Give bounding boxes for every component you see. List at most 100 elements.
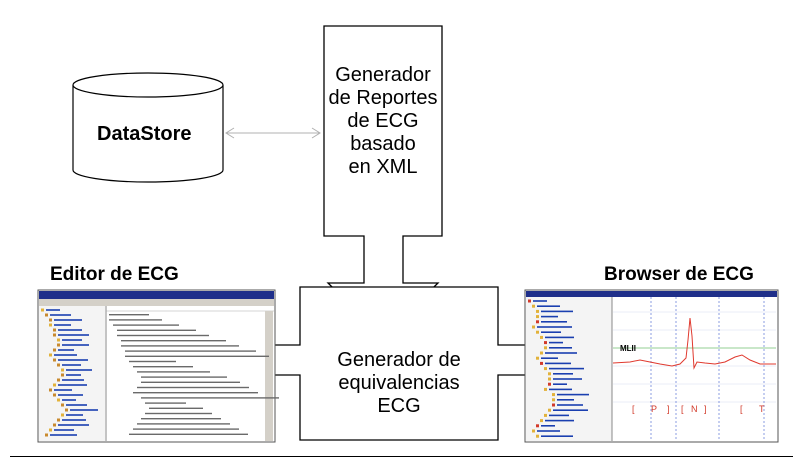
browser-tree-row-text: [553, 378, 582, 380]
editor-tree-folder-icon: [57, 343, 60, 347]
editor-tree-row-text: [70, 409, 98, 411]
browser-tree-row-text: [537, 430, 560, 432]
browser-tree-folder-icon: [536, 434, 539, 438]
ecg-marker: P: [651, 404, 658, 414]
editor-tree-row-text: [62, 339, 82, 341]
editor-tree-folder-icon: [65, 408, 68, 412]
editor-tree-row-text: [58, 359, 88, 361]
editor-tree-row-text: [54, 324, 71, 326]
browser-tree-folder-icon: [536, 424, 539, 428]
browser-tree-folder-icon: [536, 315, 539, 319]
browser-tree-folder-icon: [552, 398, 555, 402]
editor-tree-folder-icon: [53, 328, 56, 332]
editor-tree-folder-icon: [41, 308, 44, 312]
datastore-connector-arrow: [225, 127, 321, 139]
editor-code-line: [133, 366, 193, 368]
editor-code-line: [113, 324, 179, 326]
editor-tree-row-text: [66, 374, 81, 376]
browser-tree-folder-icon: [532, 429, 535, 433]
ecg-trace: [612, 317, 776, 370]
editor-code-line: [133, 428, 239, 430]
editor-tree-folder-icon: [53, 383, 56, 387]
browser-tree-folder-icon: [536, 356, 539, 360]
browser-tree-folder-icon: [540, 351, 543, 355]
browser-title: Browser de ECG: [604, 264, 754, 285]
editor-tree-folder-icon: [53, 423, 56, 427]
browser-tree-row-text: [549, 367, 584, 370]
editor-tree-row-text: [62, 364, 81, 366]
equivalence-generator-line: Generador de: [337, 349, 461, 371]
editor-tree-folder-icon: [57, 398, 60, 402]
editor-code-line: [137, 371, 210, 373]
editor-tree-row-text: [50, 434, 77, 436]
editor-tree-folder-icon: [49, 428, 52, 432]
editor-tree-row-text: [62, 399, 76, 401]
editor-tree-folder-icon: [57, 378, 60, 382]
browser-tree-row-text: [545, 336, 574, 339]
figure-bottom-rule: [10, 456, 793, 457]
browser-tree-row-text: [541, 321, 567, 323]
editor-tree-row-text: [54, 319, 82, 321]
editor-tree-folder-icon: [61, 413, 64, 417]
report-generator-line: de ECG: [347, 110, 419, 132]
editor-code-line: [149, 407, 203, 409]
browser-tree-folder-icon: [532, 304, 535, 308]
browser-tree-folder-icon: [536, 309, 539, 313]
editor-tree-folder-icon: [57, 418, 60, 422]
editor-tree-folder-icon: [53, 333, 56, 337]
datastore-label: DataStore: [97, 123, 192, 145]
editor-code-line: [137, 423, 230, 425]
editor-code-line: [125, 355, 269, 357]
editor-tree-folder-icon: [49, 323, 52, 327]
editor-tree-folder-icon: [49, 353, 52, 357]
editor-tree-row-text: [58, 384, 87, 386]
browser-tree-folder-icon: [540, 361, 543, 365]
report-generator-line: en XML: [348, 156, 418, 178]
browser-tree-row-text: [537, 305, 560, 307]
browser-tree-folder-icon: [548, 408, 551, 412]
browser-tree-row-text: [545, 362, 571, 365]
editor-code-line: [141, 376, 227, 378]
editor-tree-row-text: [46, 309, 60, 311]
editor-tree-row-text: [54, 429, 74, 431]
editor-code-line: [145, 412, 212, 415]
editor-tree-folder-icon: [61, 368, 64, 372]
editor-code-line: [133, 392, 258, 394]
editor-code-line: [109, 319, 162, 321]
ecg-lead-label: MLII: [620, 344, 636, 353]
editor-tree-folder-icon: [57, 338, 60, 342]
browser-tree-row-text: [549, 414, 569, 417]
editor-code-line: [117, 334, 209, 337]
equivalence-generator-label: Generador de equivalencias ECG: [300, 349, 498, 418]
browser-tree-row-text: [533, 300, 547, 302]
editor-tree-row-text: [58, 394, 83, 396]
editor-tree-folder-icon: [49, 318, 52, 322]
browser-tree-folder-icon: [544, 367, 547, 371]
editor-code-line: [121, 345, 239, 347]
editor-code-line: [141, 418, 221, 420]
browser-tree-row-text: [549, 388, 572, 391]
editor-tree-row-text: [66, 404, 87, 406]
editor-tree-folder-icon: [45, 433, 48, 437]
browser-tree-folder-icon: [544, 341, 547, 345]
ecg-marker: [: [632, 404, 635, 414]
browser-tree-row-text: [541, 435, 573, 437]
ecg-marker: T: [759, 404, 765, 414]
editor-tree-row-text: [58, 424, 89, 426]
browser-tree-row-text: [553, 383, 567, 385]
browser-tree-row-text: [541, 357, 558, 359]
browser-tree-row-text: [553, 373, 573, 375]
editor-tree-row-text: [58, 329, 82, 331]
browser-tree-folder-icon: [540, 335, 543, 339]
browser-tree-folder-icon: [552, 403, 555, 407]
browser-tree-row-text: [549, 347, 572, 349]
browser-tree-folder-icon: [536, 330, 539, 334]
editor-tree-row-text: [58, 349, 74, 351]
editor-tree-row-text: [54, 389, 72, 391]
editor-tree-row-text: [62, 344, 89, 346]
ecg-beat-lines: [650, 297, 765, 441]
browser-tree-folder-icon: [540, 419, 543, 423]
browser-tree-row-text: [553, 409, 588, 411]
editor-code-line: [145, 402, 186, 404]
